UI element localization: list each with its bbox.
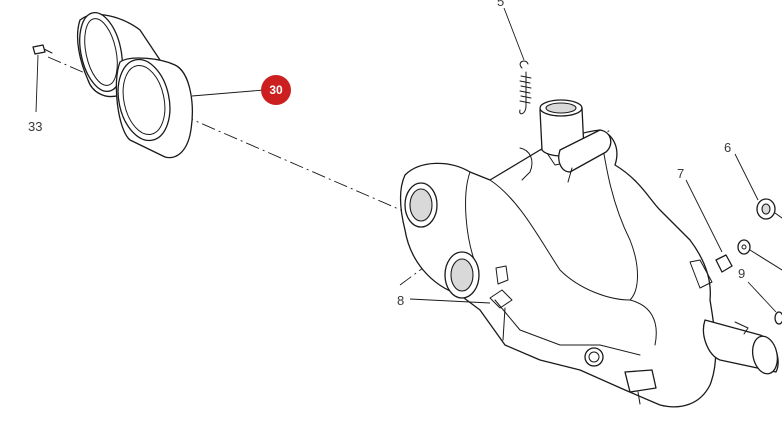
callout-5-label: 5 <box>497 0 504 9</box>
small-washer-part[interactable] <box>774 311 782 325</box>
callout-9: 9 <box>738 266 777 313</box>
callout-6-label: 6 <box>724 140 731 155</box>
screw-part[interactable] <box>32 44 53 55</box>
callout-6: 6 <box>724 140 759 201</box>
callout-30[interactable]: 30 <box>191 75 291 105</box>
callout-33: 33 <box>28 54 42 134</box>
callout-8: 8 <box>397 293 491 308</box>
callout-30-badge <box>261 75 291 105</box>
callout-33-label: 33 <box>28 119 42 134</box>
nut-part[interactable] <box>749 198 782 271</box>
tailpipe-cover-front[interactable] <box>111 55 193 159</box>
muffler-side-tabs <box>489 265 657 405</box>
spring-part[interactable] <box>519 60 532 115</box>
muffler-exhaust-stub <box>689 259 779 375</box>
callout-30-label: 30 <box>269 83 283 97</box>
muffler-outlet-upper <box>404 182 438 228</box>
muffler-body[interactable] <box>399 99 717 408</box>
callout-9-label: 9 <box>738 266 745 281</box>
callout-7: 7 <box>677 166 723 253</box>
callout-8-label: 8 <box>397 293 404 308</box>
callout-7-label: 7 <box>677 166 684 181</box>
clip-part[interactable] <box>715 254 733 273</box>
washer-part[interactable] <box>737 239 751 255</box>
callout-5: 5 <box>497 0 525 61</box>
muffler-outlet-lower <box>444 251 480 299</box>
